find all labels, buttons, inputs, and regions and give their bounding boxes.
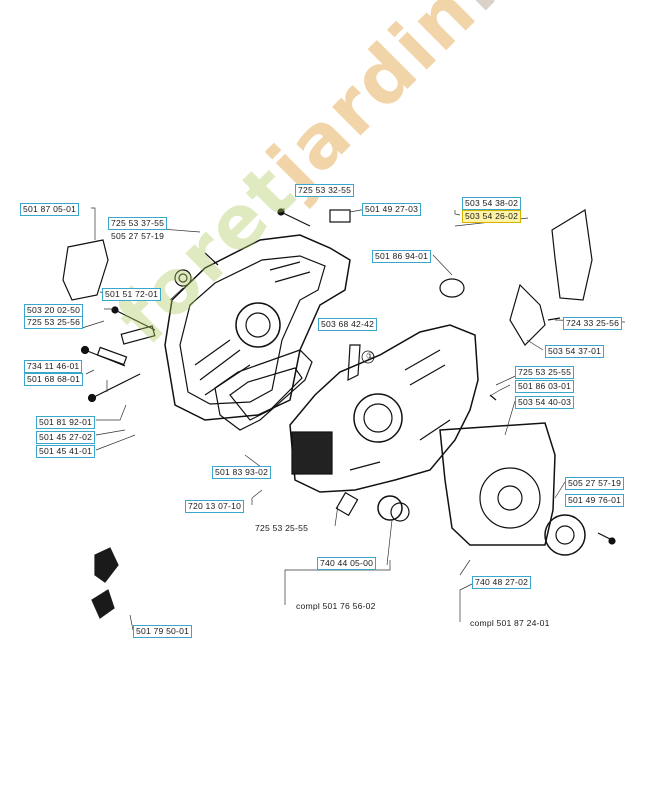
left-ribs [194, 261, 311, 396]
right-bearing-seat [353, 393, 403, 443]
right-crankcase-dark-block [291, 431, 333, 475]
part-label-assembly[interactable]: compl 501 87 24-01 [470, 618, 550, 628]
screw-4 [91, 373, 141, 399]
part-label[interactable]: 501 49 27-03 [362, 203, 422, 216]
part-label[interactable]: 725 53 25-55 [515, 366, 575, 379]
part-label[interactable]: 720 13 07-10 [185, 500, 245, 513]
cover-disc [544, 514, 586, 556]
part-label[interactable]: 501 79 50-01 [133, 625, 193, 638]
left-cover-piece [62, 239, 109, 301]
guard-arc [551, 209, 593, 301]
right-ribs [349, 349, 451, 471]
bracket-a [120, 325, 156, 345]
gasket-b [229, 367, 303, 421]
crankcase-left-inner [179, 255, 326, 405]
part-label[interactable]: 501 83 93-02 [212, 466, 272, 479]
part-label[interactable]: 503 68 42-42 [318, 318, 378, 331]
part-label[interactable]: 503 54 37-01 [545, 345, 605, 358]
part-label[interactable]: 501 68 68-01 [24, 373, 84, 386]
part-label[interactable]: 740 44 05-00 [317, 557, 377, 570]
part-label-assembly[interactable]: compl 501 76 56-02 [296, 601, 376, 611]
guard-crescent [509, 283, 546, 346]
part-label-highlighted[interactable]: 503 54 26-02 [462, 210, 522, 223]
crankcase-left-body [164, 234, 351, 421]
callout-marker: ① [366, 351, 375, 361]
right-bearing-inner [363, 403, 393, 433]
seal-ring-inner [178, 273, 188, 283]
part-label[interactable]: 505 27 57-19 [565, 477, 625, 490]
part-label[interactable]: 501 49 76-01 [565, 494, 625, 507]
clutch-drum [479, 467, 541, 529]
part-label[interactable]: 724 33 25-56 [563, 317, 623, 330]
part-label[interactable]: 725 53 32-55 [295, 184, 355, 197]
part-label[interactable]: 725 53 25-56 [24, 316, 84, 329]
oil-pump-cap [390, 502, 410, 522]
screw-6 [547, 317, 561, 321]
part-label[interactable]: 501 86 03-01 [515, 380, 575, 393]
bracket-b [96, 346, 128, 366]
chain-guide-plate [439, 422, 556, 546]
small-bracket [329, 209, 351, 223]
part-label[interactable]: 503 54 40-03 [515, 396, 575, 409]
part-label[interactable]: 501 86 94-01 [372, 250, 432, 263]
screw-2 [204, 252, 219, 266]
part-label[interactable]: 501 81 92-01 [36, 416, 96, 429]
part-label[interactable]: 725 53 25-55 [255, 523, 309, 533]
part-label[interactable]: 505 27 57-19 [111, 231, 165, 241]
oil-cap [439, 278, 465, 298]
part-label[interactable]: 501 51 72-01 [102, 288, 162, 301]
part-label[interactable]: 501 45 27-02 [36, 431, 96, 444]
part-label[interactable]: 503 54 38-02 [462, 197, 522, 210]
callout-circle-1 [361, 350, 375, 364]
cover-disc-hub [555, 525, 575, 545]
gasket-a [214, 349, 313, 431]
left-bearing-seat [235, 302, 281, 348]
seal-ring [174, 269, 192, 287]
left-bearing-inner [245, 312, 271, 338]
screw-1 [282, 212, 311, 227]
part-label[interactable]: 740 48 27-02 [472, 576, 532, 589]
clutch-drum-hub [497, 485, 523, 511]
spring-part [347, 344, 361, 381]
crankcase-right-body [289, 324, 479, 493]
bracket-c [335, 491, 359, 517]
part-label[interactable]: 501 45 41-01 [36, 445, 96, 458]
screw-8 [489, 394, 497, 401]
small-guard-parts [91, 547, 119, 619]
part-label[interactable]: 501 87 05-01 [20, 203, 80, 216]
oil-pump-body [377, 495, 403, 521]
part-label[interactable]: 725 53 37-55 [108, 217, 168, 230]
part-label[interactable]: 734 11 46-01 [24, 360, 83, 373]
